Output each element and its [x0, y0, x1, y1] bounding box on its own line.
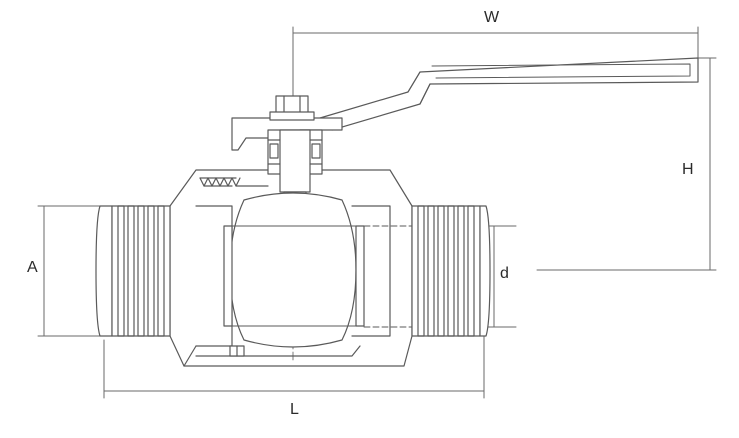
dimension-label-a: A	[27, 259, 38, 276]
valve-ball	[229, 192, 357, 348]
right-end-connector	[411, 205, 491, 337]
right-connector-grooves	[417, 205, 475, 337]
left-connector-grooves	[117, 205, 165, 337]
left-end-connector	[95, 205, 171, 337]
dimension-label-h: H	[682, 161, 694, 178]
dimension-a	[37, 205, 105, 337]
dimension-d	[485, 225, 517, 328]
stem-nut	[269, 95, 315, 121]
dimension-label-l: L	[290, 401, 299, 418]
dimension-label-w: W	[484, 9, 500, 26]
valve-seats	[223, 225, 365, 327]
dimension-label-d: d	[500, 265, 509, 282]
dimension-l	[103, 332, 485, 399]
dimension-lines	[37, 26, 717, 399]
dimension-h	[536, 57, 717, 271]
